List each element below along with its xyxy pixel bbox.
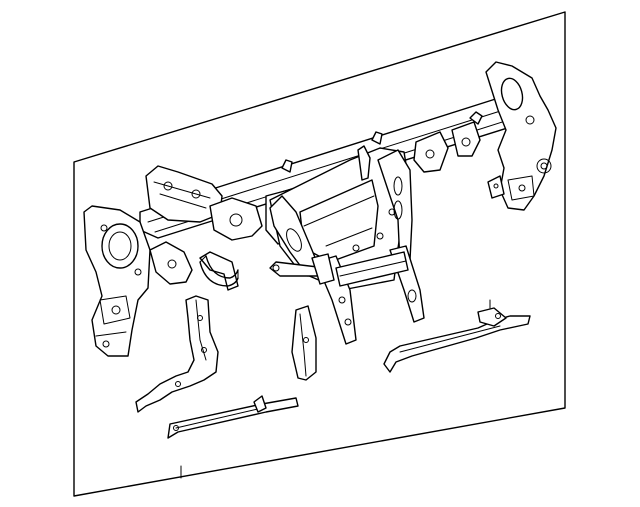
left-vertical-brace [135,295,219,413]
center-vertical-bracket [291,305,317,381]
center-stack-frame [269,145,413,291]
right-end-bracket [485,61,557,211]
c-clamp-bracket [199,255,239,287]
lower-right-rail [383,299,531,373]
steering-column-bracket [145,165,239,291]
lower-left-rail [167,395,299,439]
center-support-legs [269,245,425,345]
left-end-bracket [83,205,151,357]
right-beam-brackets [413,121,481,173]
